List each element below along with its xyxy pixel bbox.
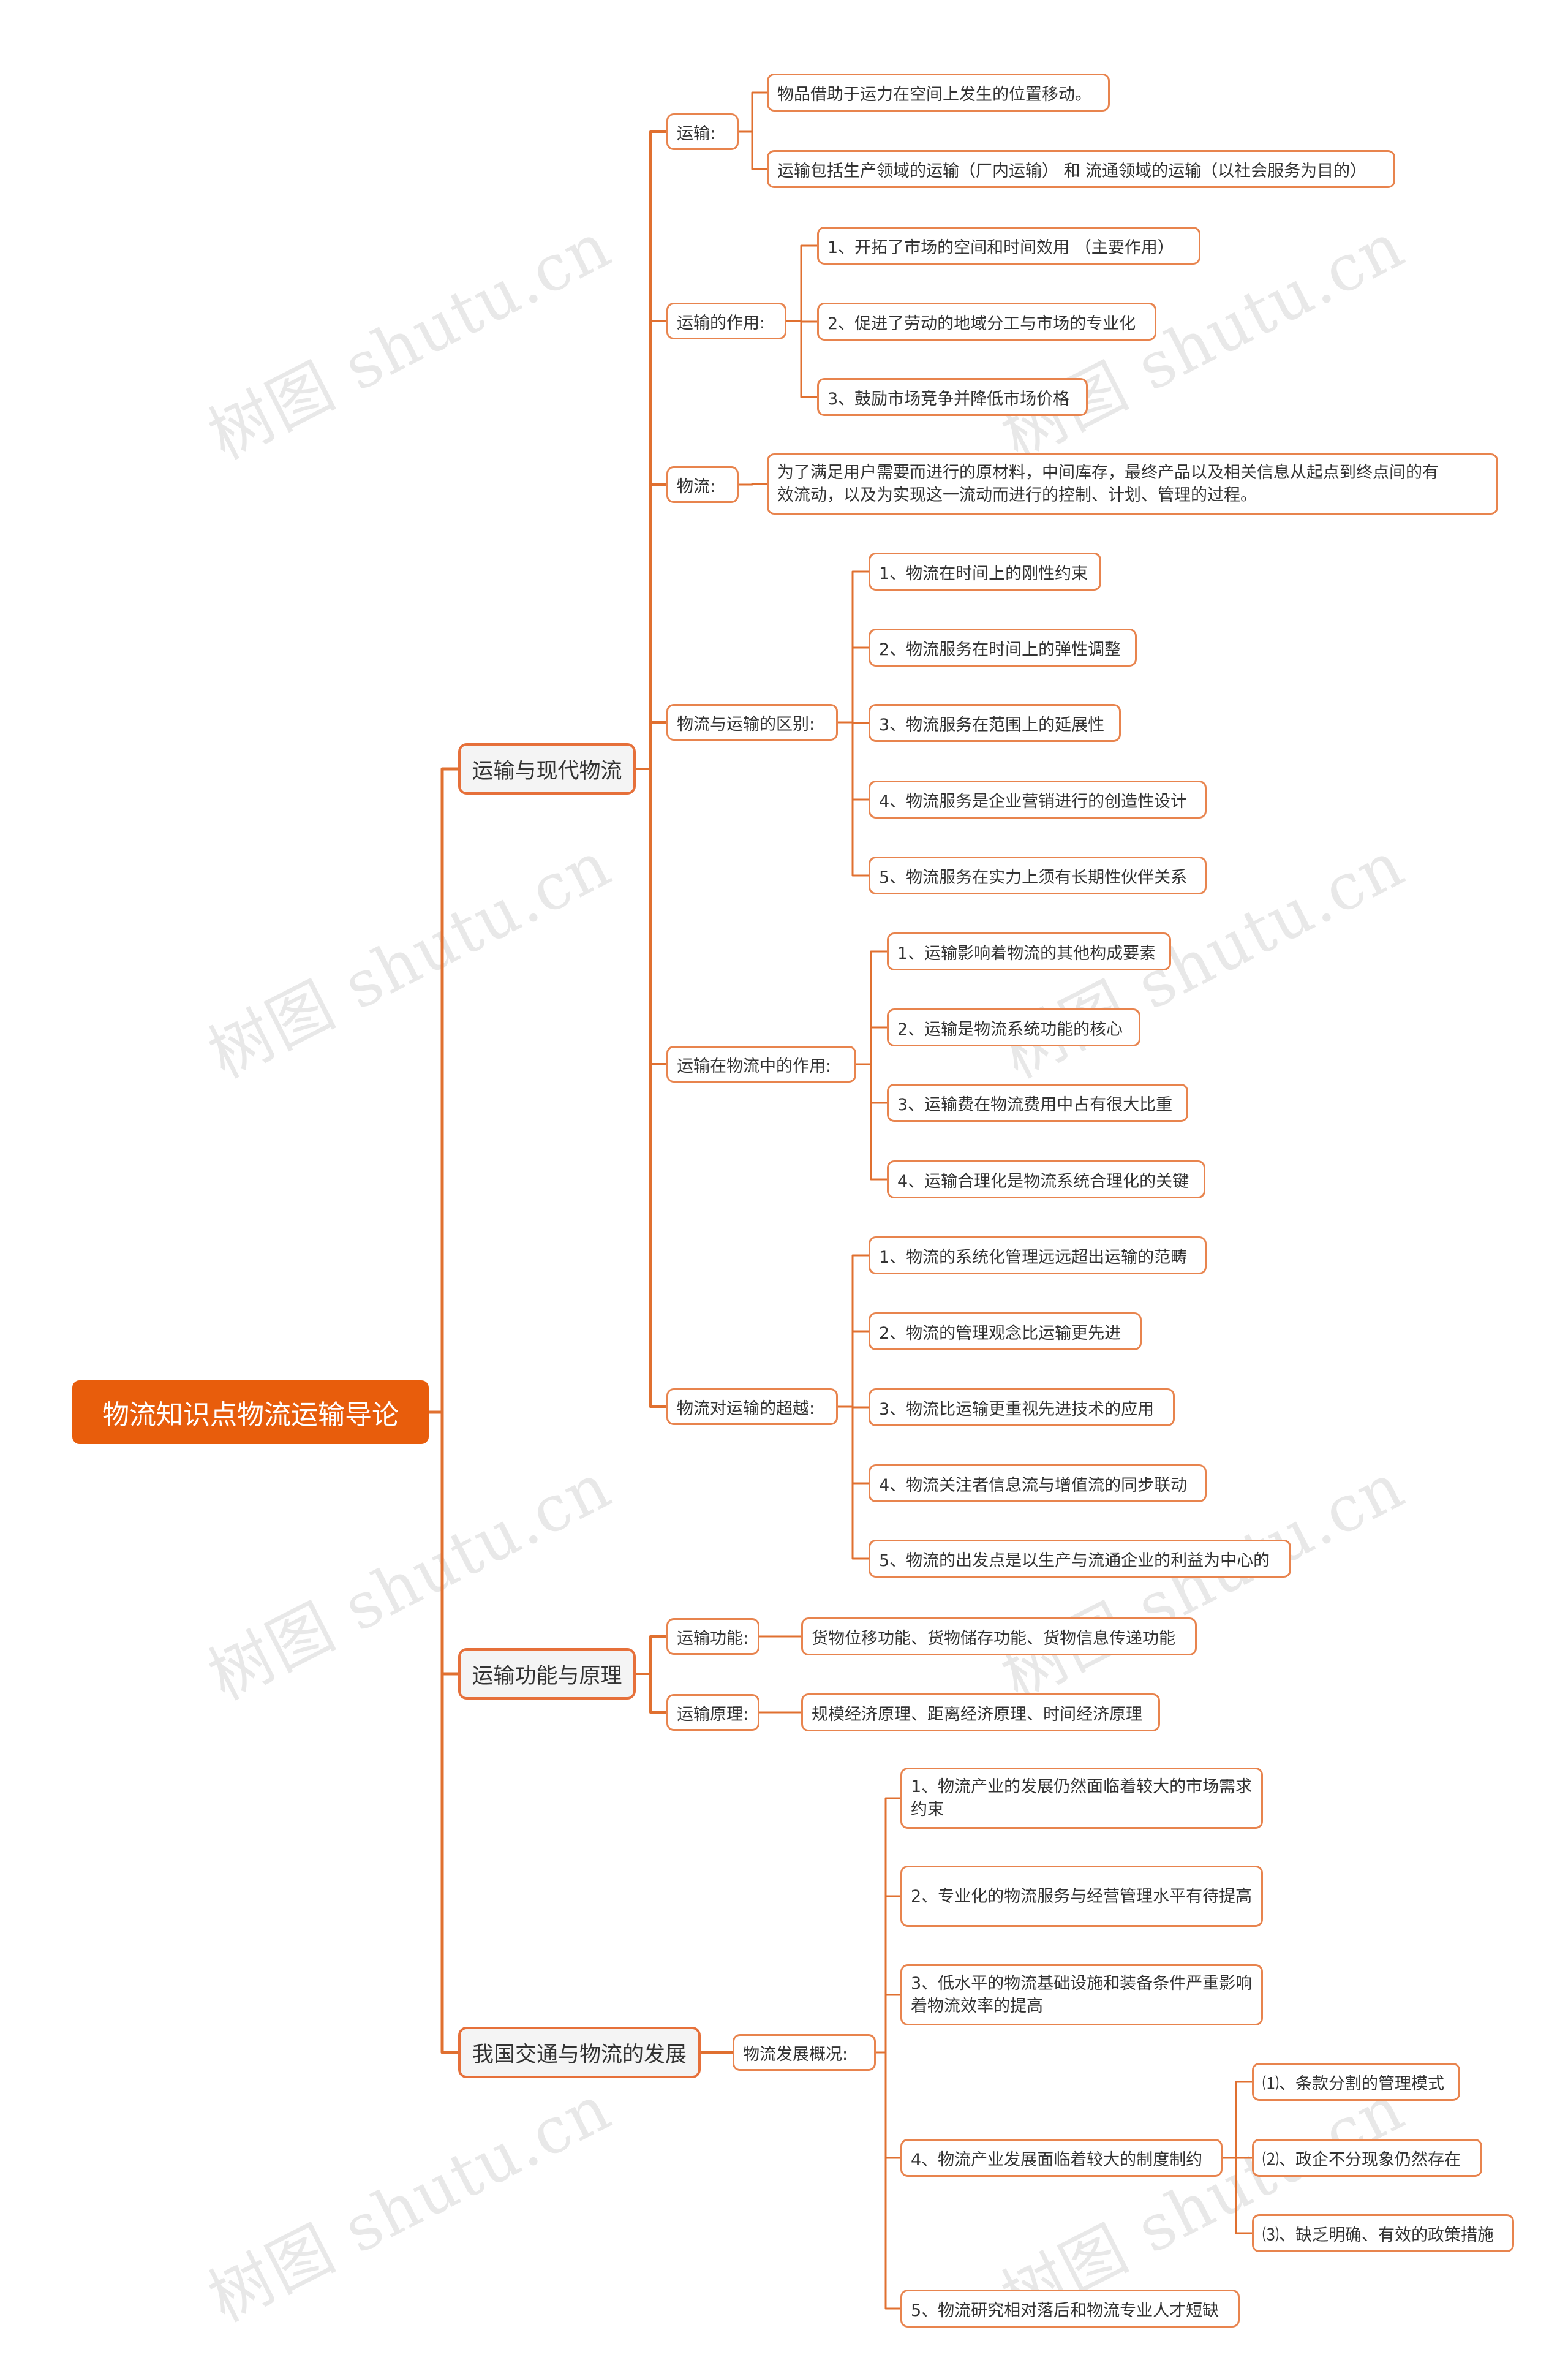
leaf-item[interactable]: 规模经济原理、距离经济原理、时间经济原理 xyxy=(801,1693,1160,1731)
topic-transport-role[interactable]: 运输的作用: xyxy=(666,303,786,339)
leaf-line: 1、物流产业的发展仍然面临着较大的市场需求 xyxy=(911,1777,1253,1796)
leaf-item[interactable]: 2、专业化的物流服务与经营管理水平有待提高 xyxy=(900,1866,1263,1927)
connector-n-b2-0-3 xyxy=(1221,2081,1253,2234)
connector-n-b0-0 xyxy=(737,91,768,170)
leaf-item[interactable]: 4、物流服务是企业营销进行的创造性设计 xyxy=(869,781,1207,819)
leaf-item[interactable]: 运输包括生产领域的运输（厂内运输） 和 流通领域的运输（以社会服务为目的） xyxy=(767,150,1395,188)
topic-logistics-beyond-transport[interactable]: 物流对运输的超越: xyxy=(666,1388,838,1425)
leaf-item-logistics-definition[interactable]: 为了满足用户需要而进行的原材料，中间库存，最终产品以及相关信息从起点到终点间的有… xyxy=(767,453,1498,515)
branch-transport-modern-logistics[interactable]: 运输与现代物流 xyxy=(458,743,636,795)
connector-n-b2-0 xyxy=(875,1797,902,2310)
leaf-item[interactable]: 4、运输合理化是物流系统合理化的关键 xyxy=(887,1160,1205,1198)
leaf-item[interactable]: ⑴、条款分割的管理模式 xyxy=(1252,2063,1460,2101)
connector-n-b0-5 xyxy=(837,1254,870,1560)
definition-line-2: 效流动，以及为实现这一流动而进行的控制、计划、管理的过程。 xyxy=(777,486,1257,505)
connector-n-b0 xyxy=(635,130,668,1408)
topic-logistics-vs-transport[interactable]: 物流与运输的区别: xyxy=(666,704,838,741)
definition-line-1: 为了满足用户需要而进行的原材料，中间库存，最终产品以及相关信息从起点到终点间的有 xyxy=(777,463,1439,482)
topic-transport[interactable]: 运输: xyxy=(666,113,739,150)
leaf-item[interactable]: 2、运输是物流系统功能的核心 xyxy=(887,1008,1140,1046)
branch-transport-function-principle[interactable]: 运输功能与原理 xyxy=(458,1648,636,1700)
leaf-item[interactable]: 3、运输费在物流费用中占有很大比重 xyxy=(887,1084,1188,1122)
leaf-item[interactable]: 4、物流关注者信息流与增值流的同步联动 xyxy=(869,1464,1207,1502)
leaf-item[interactable]: 2、促进了劳动的地域分工与市场的专业化 xyxy=(817,303,1156,341)
root-topic[interactable]: 物流知识点物流运输导论 xyxy=(72,1380,429,1444)
leaf-line: 着物流效率的提高 xyxy=(911,1997,1043,2016)
connector-n-root xyxy=(427,767,460,2054)
topic-transport-in-logistics[interactable]: 运输在物流中的作用: xyxy=(666,1046,856,1083)
topic-logistics[interactable]: 物流: xyxy=(666,466,739,503)
leaf-item[interactable]: 1、运输影响着物流的其他构成要素 xyxy=(887,932,1171,970)
leaf-line: 约束 xyxy=(911,1800,944,1819)
leaf-item[interactable]: 1、物流产业的发展仍然面临着较大的市场需求约束 xyxy=(900,1768,1263,1829)
connector-n-b0-3 xyxy=(837,570,870,877)
leaf-item[interactable]: 2、物流的管理观念比运输更先进 xyxy=(869,1312,1142,1350)
leaf-item[interactable]: 3、物流比运输更重视先进技术的应用 xyxy=(869,1388,1175,1426)
leaf-item[interactable]: 1、物流的系统化管理远远超出运输的范畴 xyxy=(869,1236,1207,1274)
connector-n-b0-1 xyxy=(785,244,818,398)
leaf-item[interactable]: 3、鼓励市场竞争并降低市场价格 xyxy=(817,378,1088,416)
topic-logistics-development-overview[interactable]: 物流发展概况: xyxy=(733,2034,876,2071)
leaf-item[interactable]: ⑶、缺乏明确、有效的政策措施 xyxy=(1252,2214,1514,2252)
leaf-item[interactable]: 1、开拓了市场的空间和时间效用 （主要作用） xyxy=(817,227,1200,265)
leaf-item[interactable]: 5、物流服务在实力上须有长期性伙伴关系 xyxy=(869,857,1207,894)
leaf-line: 2、专业化的物流服务与经营管理水平有待提高 xyxy=(911,1886,1253,1906)
leaf-item[interactable]: 1、物流在时间上的刚性约束 xyxy=(869,553,1101,591)
connector-n-b1 xyxy=(635,1635,668,1714)
leaf-item[interactable]: ⑵、政企不分现象仍然存在 xyxy=(1252,2139,1482,2177)
leaf-item[interactable]: 5、物流研究相对落后和物流专业人才短缺 xyxy=(900,2290,1240,2328)
leaf-item[interactable]: 3、低水平的物流基础设施和装备条件严重影响着物流效率的提高 xyxy=(900,1964,1263,2025)
branch-china-transport-logistics-development[interactable]: 我国交通与物流的发展 xyxy=(458,2027,701,2078)
connector-n-b0-2 xyxy=(737,483,768,486)
topic-transport-principle[interactable]: 运输原理: xyxy=(666,1694,760,1731)
leaf-item[interactable]: 4、物流产业发展面临着较大的制度制约 xyxy=(900,2139,1223,2177)
leaf-item[interactable]: 2、物流服务在时间上的弹性调整 xyxy=(869,629,1137,667)
leaf-line: 3、低水平的物流基础设施和装备条件严重影响 xyxy=(911,1974,1253,1993)
leaf-item[interactable]: 货物位移功能、货物储存功能、货物信息传递功能 xyxy=(801,1617,1197,1655)
topic-transport-function[interactable]: 运输功能: xyxy=(666,1618,760,1655)
leaf-item[interactable]: 5、物流的出发点是以生产与流通企业的利益为中心的 xyxy=(869,1540,1291,1578)
leaf-item[interactable]: 3、物流服务在范围上的延展性 xyxy=(869,704,1121,742)
connector-n-b0-4 xyxy=(855,950,888,1181)
leaf-item[interactable]: 物品借助于运力在空间上发生的位置移动。 xyxy=(767,74,1110,112)
